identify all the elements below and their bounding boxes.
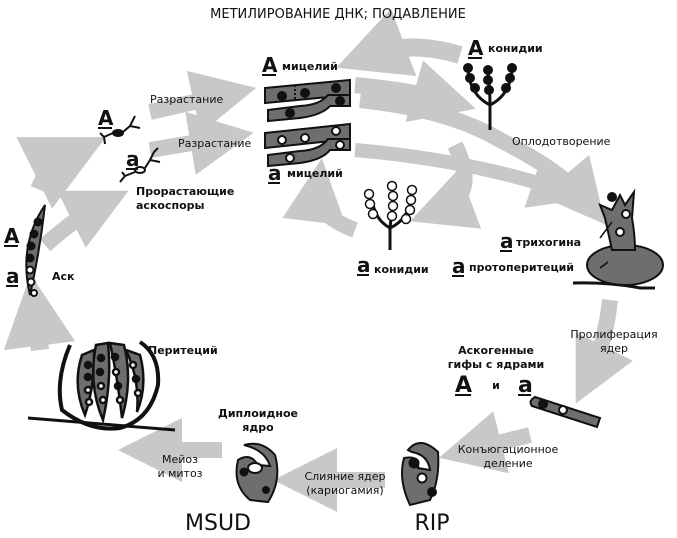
- arrow-mycelium-to-conidia: [354, 60, 476, 122]
- growth-label-lower: Разрастание: [178, 137, 251, 150]
- arrow-ascus-to-spore-a: [39, 190, 129, 252]
- fusion-label-line2: (кариогамия): [306, 484, 383, 497]
- proliferation-label-line1: Пролиферация: [570, 328, 657, 341]
- conidia-A-label: конидии: [488, 42, 543, 55]
- protoperithecium: [572, 188, 664, 290]
- diploid-label-line1: Диплоидное: [218, 407, 298, 420]
- protoperithecium-label: протоперитеций: [469, 261, 574, 274]
- perithecium-label: Перитеций: [148, 344, 218, 357]
- mycelium-A: [264, 78, 351, 123]
- ascus-a-letter: a: [6, 264, 20, 288]
- diploid-label-line2: ядро: [242, 421, 274, 434]
- germinating-label-line2: аскоспоры: [136, 199, 205, 212]
- conidia-a: [363, 180, 418, 250]
- mycelium-A-label: мицелий: [282, 60, 338, 73]
- fusion-label-line1: Слияние ядер: [304, 470, 385, 483]
- mycelium-A-letter: A: [262, 53, 278, 77]
- fertilization-label: Оплодотворение: [512, 135, 611, 148]
- labels: МЕТИЛИРОВАНИЕ ДНК; ПОДАВЛЕНИЕ A мицелий …: [4, 7, 658, 536]
- conjugate-label-line2: деление: [483, 457, 533, 470]
- arrow-conidia-a-to-mycelium: [282, 158, 359, 238]
- cycle-arrows: [3, 8, 633, 512]
- conidia-a-letter: a: [357, 253, 371, 277]
- ascogenous-a-letter: a: [518, 373, 533, 398]
- rip-label: RIP: [414, 511, 449, 536]
- trichogyne-label: трихогина: [516, 236, 581, 249]
- spore-A-letter: A: [98, 106, 114, 130]
- diploid-cell: [235, 442, 279, 504]
- and-label: и: [492, 379, 500, 392]
- ascogenous-hypha: [529, 395, 602, 429]
- arrow-growth-upper: [148, 70, 257, 134]
- meiosis-label-line1: Мейоз: [162, 453, 198, 466]
- meiosis-label-line2: и митоз: [157, 467, 202, 480]
- conidia-a-label: конидии: [374, 263, 429, 276]
- ascogenous-label-line2: гифы с ядрами: [448, 358, 544, 371]
- perithecium: [27, 340, 176, 432]
- arrow-growth-lower: [148, 111, 254, 175]
- msud-label: MSUD: [185, 511, 251, 536]
- mycelium-a: [264, 122, 351, 168]
- arrow-to-conidia-a: [410, 141, 482, 229]
- arrow-conjugate: [438, 411, 532, 474]
- diagram-title: МЕТИЛИРОВАНИЕ ДНК; ПОДАВЛЕНИЕ: [210, 7, 466, 22]
- arrow-perithecium-to-ascus: [3, 274, 76, 352]
- conidia-A-letter: A: [468, 36, 484, 60]
- arrow-ascus-to-spore-A: [16, 137, 106, 209]
- conidia-A: [463, 63, 517, 130]
- conjugate-label-line1: Конъюгационное: [458, 443, 559, 456]
- growth-label-upper: Разрастание: [150, 93, 223, 106]
- trichogyne-letter: a: [500, 229, 514, 253]
- ascogenous-A-letter: A: [455, 373, 472, 398]
- ascus-label: Аск: [52, 270, 75, 283]
- arrow-proliferation: [575, 299, 633, 404]
- spore-a-letter: a: [126, 147, 140, 171]
- arrow-conidia-to-mycelium: [336, 8, 463, 77]
- ascospore-A: [99, 115, 141, 145]
- rip-cell: [401, 442, 440, 507]
- ascus: [25, 204, 46, 297]
- germinating-label-line1: Прорастающие: [136, 185, 234, 198]
- mycelium-a-letter: a: [268, 161, 282, 185]
- ascogenous-label-line1: Аскогенные: [458, 344, 534, 357]
- ascus-A-letter: A: [4, 224, 20, 248]
- mycelium-a-label: мицелий: [287, 167, 343, 180]
- proliferation-label-line2: ядер: [600, 342, 628, 355]
- protoperithecium-letter: a: [452, 254, 466, 278]
